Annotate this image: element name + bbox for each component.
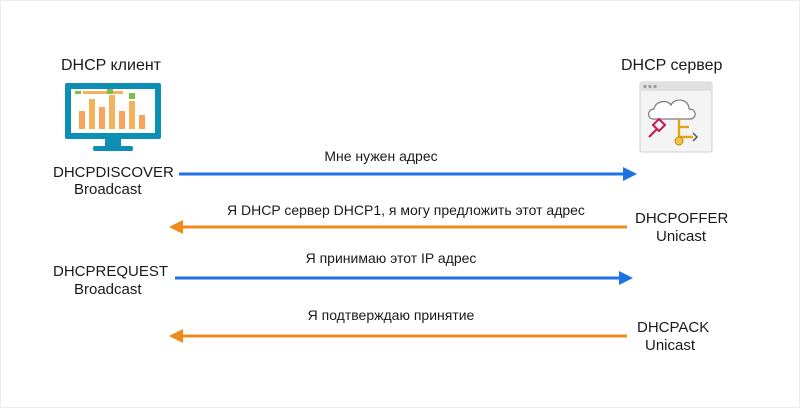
client-title: DHCP клиент: [61, 57, 162, 74]
cloud-server-window-icon: [639, 81, 713, 153]
dhcpack-mode: Unicast: [645, 337, 696, 354]
dhcpoffer-mode: Unicast: [656, 228, 707, 245]
arrow-request: [175, 271, 633, 285]
msg-ack-text: Я подтверждаю принятие: [307, 307, 475, 323]
arrow-ack: [169, 329, 627, 343]
arrow-offer: [169, 220, 627, 234]
msg-offer-text: Я DHCP сервер DHCP1, я могу предложить э…: [227, 202, 585, 218]
server-title: DHCP сервер: [621, 57, 723, 74]
dhcpack-label: DHCPACK: [637, 319, 710, 336]
dhcpoffer-label: DHCPOFFER: [635, 210, 729, 227]
dhcprequest-mode: Broadcast: [74, 281, 142, 298]
arrow-discover: [179, 167, 637, 181]
msg-request-text: Я принимаю этот IP адрес: [305, 250, 477, 266]
dhcprequest-label: DHCPREQUEST: [53, 263, 169, 280]
dhcpdiscover-mode: Broadcast: [74, 181, 142, 198]
monitor-chart-icon: [65, 83, 161, 151]
msg-discover-text: Мне нужен адрес: [324, 148, 438, 164]
dhcpdiscover-label: DHCPDISCOVER: [53, 164, 174, 181]
